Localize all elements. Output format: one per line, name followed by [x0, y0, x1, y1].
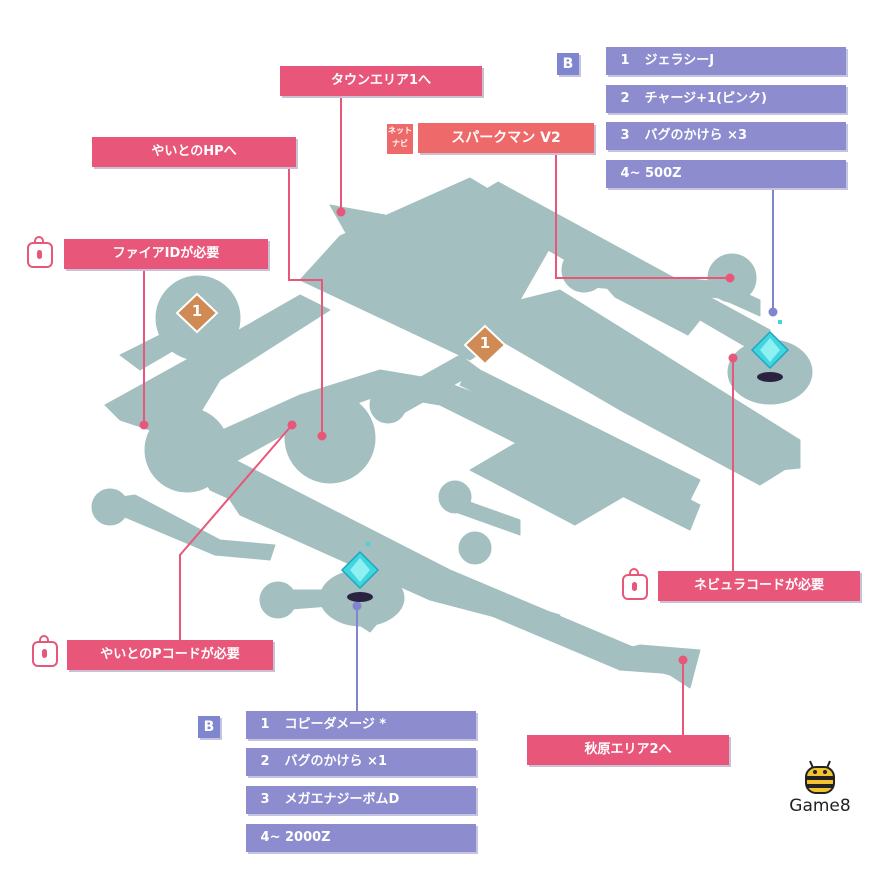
- dot-town: [336, 207, 346, 217]
- connector-lines: [143, 95, 774, 735]
- bmd-badge-bottom: B: [198, 716, 220, 738]
- crystal-shadow-icon: [347, 592, 373, 602]
- dot-akihara: [678, 655, 688, 665]
- crystal-top: [750, 320, 790, 382]
- crystal-shine-icon: [760, 338, 780, 362]
- crystal-shine-icon: [350, 558, 370, 582]
- yaito-p-code-label: やいとのPコードが必要: [67, 640, 273, 670]
- crystal-spark-icon: [366, 542, 370, 546]
- connector-dots: [139, 207, 778, 665]
- bmd-badge-top: B: [557, 53, 579, 75]
- bmd-bottom-item-1: 1 コピーダメージ *: [246, 711, 476, 739]
- boss-label: スパークマン V2: [418, 123, 594, 153]
- dot-bmd-top: [768, 307, 778, 317]
- lock-icon: [622, 568, 648, 600]
- floor-square-room: [469, 419, 661, 526]
- connector-boss: [555, 154, 730, 279]
- lock-icon: [27, 236, 53, 268]
- game8-logo: Game8: [782, 760, 858, 820]
- town-exit-label: タウンエリア1へ: [280, 66, 482, 96]
- dot-boss: [725, 273, 735, 283]
- net-navi-icon: ネット ナビ: [387, 124, 413, 154]
- bmd-top-item-4: 4~ 500Z: [606, 160, 846, 188]
- akihara-exit-label: 秋原エリア2へ: [527, 735, 729, 765]
- bee-mascot-icon: [805, 760, 835, 794]
- bmd-bottom-item-3: 3 メガエナジーボムD: [246, 786, 476, 814]
- bmd-bottom-item-4: 4~ 2000Z: [246, 824, 476, 852]
- mystery-data-diamond-2: [463, 324, 507, 366]
- dot-yaito-hp: [317, 431, 327, 441]
- item-text: メガエナジーボムD: [284, 792, 400, 807]
- item-number: 2: [260, 754, 270, 769]
- item-text: チャージ+1(ピンク): [644, 91, 767, 106]
- crystal-bottom: [340, 542, 380, 602]
- net-navi-text-bottom: ナビ: [392, 139, 408, 148]
- fire-id-label: ファイアIDが必要: [64, 239, 268, 269]
- item-text: 4~ 500Z: [620, 166, 682, 181]
- floor-circle-room2: [458, 531, 492, 565]
- floor-right-band: [519, 289, 801, 473]
- floor-exit-arrow-right: [599, 644, 701, 689]
- dot-fire-id: [139, 420, 149, 430]
- item-text: ジェラシーJ: [644, 53, 715, 68]
- item-number: 3: [260, 792, 270, 807]
- item-text: バグのかけら ×1: [284, 754, 387, 769]
- connector-yaito-hp: [288, 168, 323, 436]
- connector-yaito-p: [179, 424, 293, 640]
- mystery-data-markers: [175, 292, 507, 366]
- bmd-bottom-item-2: 2 バグのかけら ×1: [246, 748, 476, 776]
- lock-icon: [32, 635, 58, 667]
- yaito-hp-label: やいとのHPへ: [92, 137, 296, 167]
- item-text: バグのかけら ×3: [644, 128, 747, 143]
- item-number: 2: [620, 91, 630, 106]
- logo-text: Game8: [789, 796, 851, 816]
- floor-circle-inner: [369, 386, 407, 424]
- item-text: 4~ 2000Z: [260, 830, 331, 845]
- bmd-top-item-1: 1 ジェラシーJ: [606, 47, 846, 75]
- floor-lower-left: [99, 494, 276, 561]
- mystery-data-diamond-1: [175, 292, 219, 334]
- crystal-spark-icon: [778, 320, 782, 324]
- bmd-top-item-3: 3 バグのかけら ×3: [606, 122, 846, 150]
- dot-yaito-p: [287, 420, 297, 430]
- floor-circle-room1: [438, 480, 472, 514]
- floor-circle-ll1: [91, 488, 129, 526]
- item-number: 1: [260, 717, 270, 732]
- map-floor: [91, 177, 813, 689]
- floor-central-corridor: [199, 369, 701, 531]
- nebula-code-label: ネビュラコードが必要: [658, 571, 860, 601]
- bmd-top-item-2: 2 チャージ+1(ピンク): [606, 85, 846, 113]
- crystal-shadow-icon: [757, 372, 783, 382]
- dot-nebula: [728, 353, 738, 363]
- item-text: コピーダメージ *: [284, 717, 387, 732]
- dot-bmd-bottom: [352, 601, 362, 611]
- mystery-data-number-1: 1: [191, 302, 203, 320]
- item-number: 1: [620, 53, 630, 68]
- item-number: 3: [620, 128, 630, 143]
- mystery-data-number-2: 1: [479, 334, 491, 352]
- floor-circle-tr1: [561, 247, 607, 293]
- floor-lower-loop: [229, 489, 561, 631]
- net-navi-text-top: ネット: [388, 126, 412, 135]
